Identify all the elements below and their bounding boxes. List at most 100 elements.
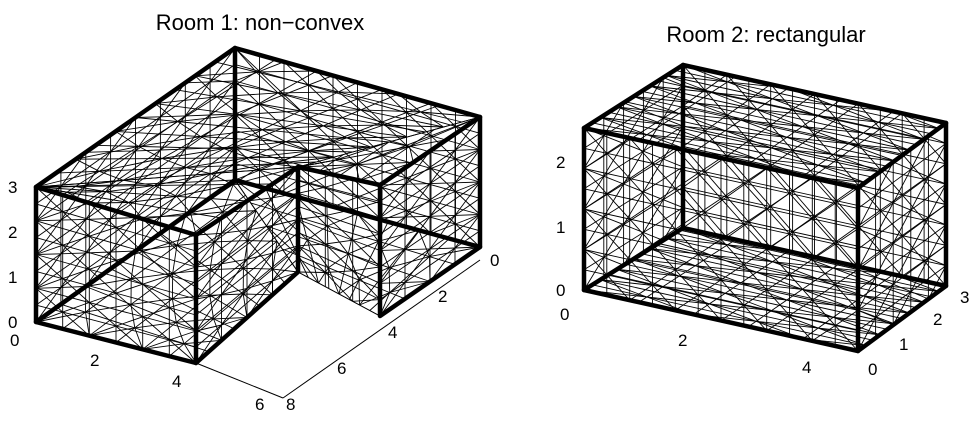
mesh-line [910,250,929,259]
mesh-line [266,225,298,256]
mesh-line [901,219,925,236]
mesh-line [901,235,925,262]
mesh-line [246,252,273,289]
mesh-line [429,247,456,250]
mesh-line [875,284,894,318]
mesh-line [259,160,285,171]
mesh-line [242,293,248,318]
mesh-line [406,210,432,234]
mesh-line [814,118,837,136]
mesh-line [404,248,431,283]
mesh-line [239,110,301,116]
mesh-line [404,216,431,250]
mesh-line [66,191,107,193]
mesh-line [234,47,260,72]
mesh-line [297,179,381,202]
mesh-line [836,200,859,227]
mesh-line [857,265,947,331]
mesh-line [832,104,879,123]
room1-ztick: 3 [8,178,17,197]
mesh-line [209,113,236,149]
mesh-line [666,237,712,256]
mesh-line [60,185,87,221]
mesh-line [771,147,819,166]
mesh-line [879,128,903,155]
mesh-line [195,258,299,348]
mesh-line [332,140,358,165]
mesh-line [123,167,187,181]
mesh-line [209,146,236,182]
mesh-line [35,278,63,289]
mesh-line [875,317,894,326]
mesh-line [135,182,161,185]
mesh-line [348,240,379,255]
mesh-line [709,140,772,149]
mesh-line [720,264,745,281]
mesh-line [817,115,879,123]
mesh-line [430,135,456,160]
mesh-line [247,210,257,241]
mesh-line [724,130,772,149]
mesh-line [638,239,736,303]
mesh-line [663,77,684,86]
mesh-line [168,242,197,268]
mesh-line [679,113,741,121]
mesh-line [836,225,859,242]
mesh-line [923,204,947,221]
mesh-line [256,70,317,73]
mesh-line [923,138,947,165]
mesh-line [171,298,177,323]
mesh-line [379,249,406,251]
mesh-line [35,219,61,222]
mesh-line [454,214,481,216]
mesh-line [928,257,947,267]
mesh-line [190,200,248,214]
mesh-line [811,299,836,326]
mesh-line [185,147,211,150]
mesh-line [378,229,419,242]
mesh-line [360,109,421,113]
mesh-line [234,70,260,82]
mesh-line [901,178,925,196]
mesh-line [62,194,246,330]
mesh-line [169,330,197,341]
mesh-line [770,206,793,233]
mesh-line [184,114,211,150]
mesh-line [272,241,278,270]
mesh-line [675,213,699,230]
mesh-line [857,309,876,319]
mesh-line [836,159,859,186]
mesh-line [675,294,699,311]
mesh-line [616,106,680,115]
mesh-line [606,178,630,195]
mesh-line [338,141,390,177]
mesh-line [62,235,90,246]
mesh-line [583,269,859,332]
mesh-line [834,309,859,326]
mesh-line [812,203,836,220]
mesh-line [928,135,947,144]
mesh-line [381,89,407,113]
mesh-line [682,187,706,213]
mesh-line [328,253,349,269]
mesh-line [35,166,299,188]
mesh-line [623,142,644,152]
mesh-line [130,304,136,328]
mesh-line [308,117,334,142]
mesh-line [633,96,680,115]
room2-xtick: 4 [802,358,811,377]
mesh-line [812,284,836,301]
mesh-line [652,147,676,164]
mesh-line [418,230,430,257]
mesh-line [259,127,285,138]
mesh-line [185,167,211,175]
mesh-line [857,228,876,237]
mesh-line [138,145,163,159]
mesh-line [389,281,431,293]
mesh-line [649,248,712,256]
mesh-line [814,159,837,176]
mesh-line [743,264,768,291]
mesh-line [857,144,881,170]
mesh-line [720,279,745,306]
mesh-line [332,163,358,175]
